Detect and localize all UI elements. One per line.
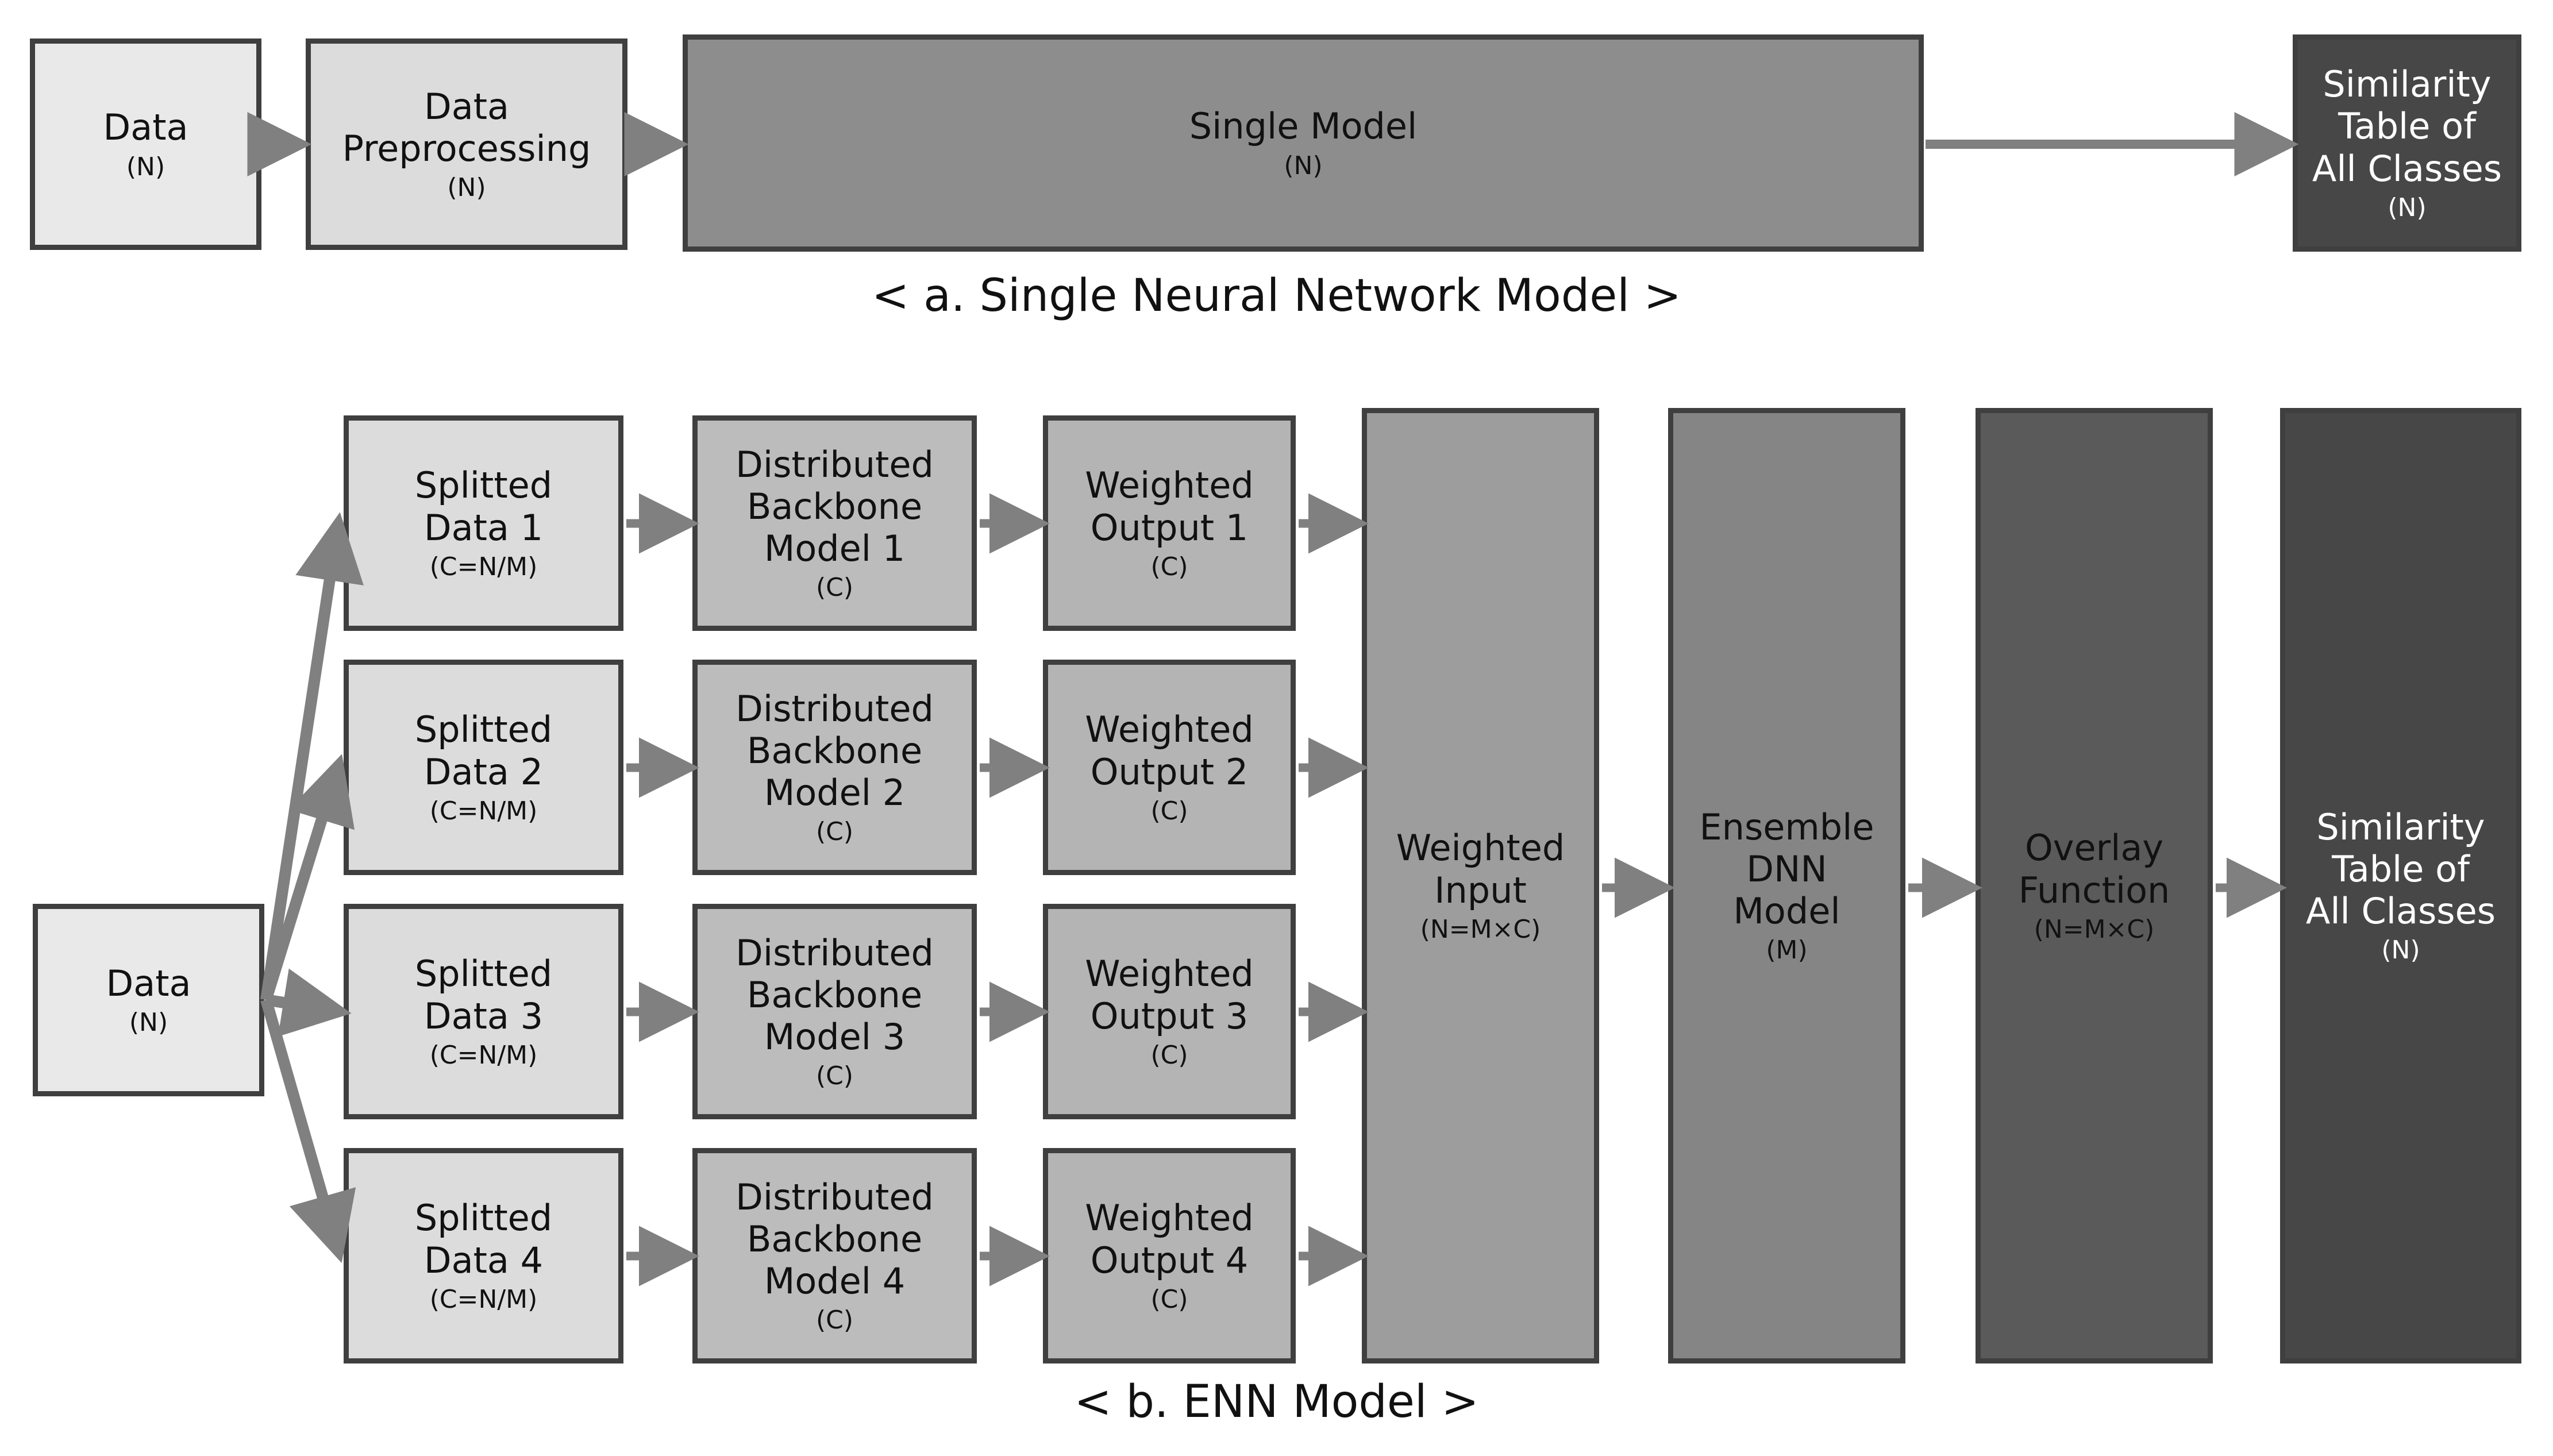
node-title: Single Model (1189, 105, 1418, 148)
node-title: Data Preprocessing (342, 85, 591, 170)
node-title: Splitted Data 1 (414, 464, 553, 549)
node-title: Weighted Output 2 (1085, 708, 1254, 793)
node-subtitle: (C) (815, 573, 854, 603)
node-subtitle: (N) (1284, 151, 1323, 180)
node-title: Weighted Output 4 (1085, 1197, 1254, 1281)
node-title: Distributed Backbone Model 4 (736, 1176, 934, 1303)
caption-panel-a: < a. Single Neural Network Model > (871, 270, 1682, 322)
node-b-backbone-4: Distributed Backbone Model 4 (C) (692, 1148, 977, 1363)
node-title: Data (103, 106, 188, 149)
node-subtitle: (C) (815, 817, 854, 847)
node-subtitle: (N) (2388, 192, 2427, 222)
edge-b-data-to-split-2 (260, 754, 355, 1002)
node-b-backbone-3: Distributed Backbone Model 3 (C) (692, 904, 977, 1119)
node-title: Weighted Output 1 (1085, 464, 1254, 549)
node-title: Weighted Input (1396, 827, 1565, 911)
node-b-splitted-data-4: Splitted Data 4 (C=N/M) (344, 1148, 623, 1363)
edge-b-data-to-split-4 (260, 998, 356, 1264)
node-title: Data (106, 962, 191, 1004)
node-title: Distributed Backbone Model 1 (736, 443, 934, 570)
node-subtitle: (C) (1150, 796, 1188, 826)
node-b-weighted-output-3: Weighted Output 3 (C) (1043, 904, 1296, 1119)
node-subtitle: (M) (1766, 935, 1808, 965)
node-b-overlay-function: Overlay Function (N=M×C) (1976, 408, 2213, 1363)
node-subtitle: (C=N/M) (429, 552, 538, 581)
node-b-backbone-1: Distributed Backbone Model 1 (C) (692, 415, 977, 631)
node-a-similarity-table: Similarity Table of All Classes (N) (2293, 34, 2521, 252)
node-subtitle: (N) (2381, 935, 2420, 965)
node-title: Ensemble DNN Model (1699, 806, 1874, 933)
node-subtitle: (C) (1150, 1284, 1188, 1314)
node-subtitle: (N) (126, 152, 165, 182)
node-title: Distributed Backbone Model 3 (736, 931, 934, 1058)
node-title: Similarity Table of All Classes (2312, 63, 2502, 190)
node-b-splitted-data-1: Splitted Data 1 (C=N/M) (344, 415, 623, 631)
node-title: Splitted Data 4 (414, 1197, 553, 1281)
node-b-splitted-data-2: Splitted Data 2 (C=N/M) (344, 660, 623, 875)
node-a-preprocessing: Data Preprocessing (N) (306, 38, 627, 250)
node-subtitle: (C=N/M) (429, 796, 538, 826)
node-title: Splitted Data 3 (414, 953, 553, 1037)
node-title: Distributed Backbone Model 2 (736, 687, 934, 814)
node-b-similarity-table: Similarity Table of All Classes (N) (2280, 408, 2521, 1363)
node-subtitle: (C) (1150, 1040, 1188, 1070)
node-b-data: Data (N) (33, 904, 264, 1096)
node-b-weighted-output-2: Weighted Output 2 (C) (1043, 660, 1296, 875)
node-title: Weighted Output 3 (1085, 953, 1254, 1037)
node-b-splitted-data-3: Splitted Data 3 (C=N/M) (344, 904, 623, 1119)
node-subtitle: (C) (815, 1305, 854, 1335)
node-b-backbone-2: Distributed Backbone Model 2 (C) (692, 660, 977, 875)
edge-b-data-to-split-3 (265, 968, 352, 1037)
node-subtitle: (N) (129, 1008, 168, 1038)
node-subtitle: (C=N/M) (429, 1284, 538, 1314)
node-subtitle: (C) (1150, 552, 1188, 581)
node-a-single-model: Single Model (N) (683, 34, 1924, 252)
node-b-weighted-output-1: Weighted Output 1 (C) (1043, 415, 1296, 631)
node-subtitle: (N=M×C) (1420, 914, 1541, 944)
node-subtitle: (C=N/M) (429, 1040, 538, 1070)
node-a-data: Data (N) (30, 38, 261, 250)
node-title: Splitted Data 2 (414, 708, 553, 793)
node-subtitle: (C) (815, 1061, 854, 1091)
edge-b-data-to-split-1 (260, 512, 364, 1001)
node-title: Similarity Table of All Classes (2305, 806, 2496, 933)
node-subtitle: (N=M×C) (2034, 914, 2155, 944)
node-title: Overlay Function (2018, 827, 2170, 911)
caption-panel-b: < b. ENN Model > (1074, 1376, 1479, 1428)
edge-group-b-fanout (260, 512, 364, 1264)
node-subtitle: (N) (447, 173, 486, 203)
node-b-weighted-input: Weighted Input (N=M×C) (1362, 408, 1599, 1363)
node-b-weighted-output-4: Weighted Output 4 (C) (1043, 1148, 1296, 1363)
node-b-ensemble-dnn-model: Ensemble DNN Model (M) (1668, 408, 1905, 1363)
